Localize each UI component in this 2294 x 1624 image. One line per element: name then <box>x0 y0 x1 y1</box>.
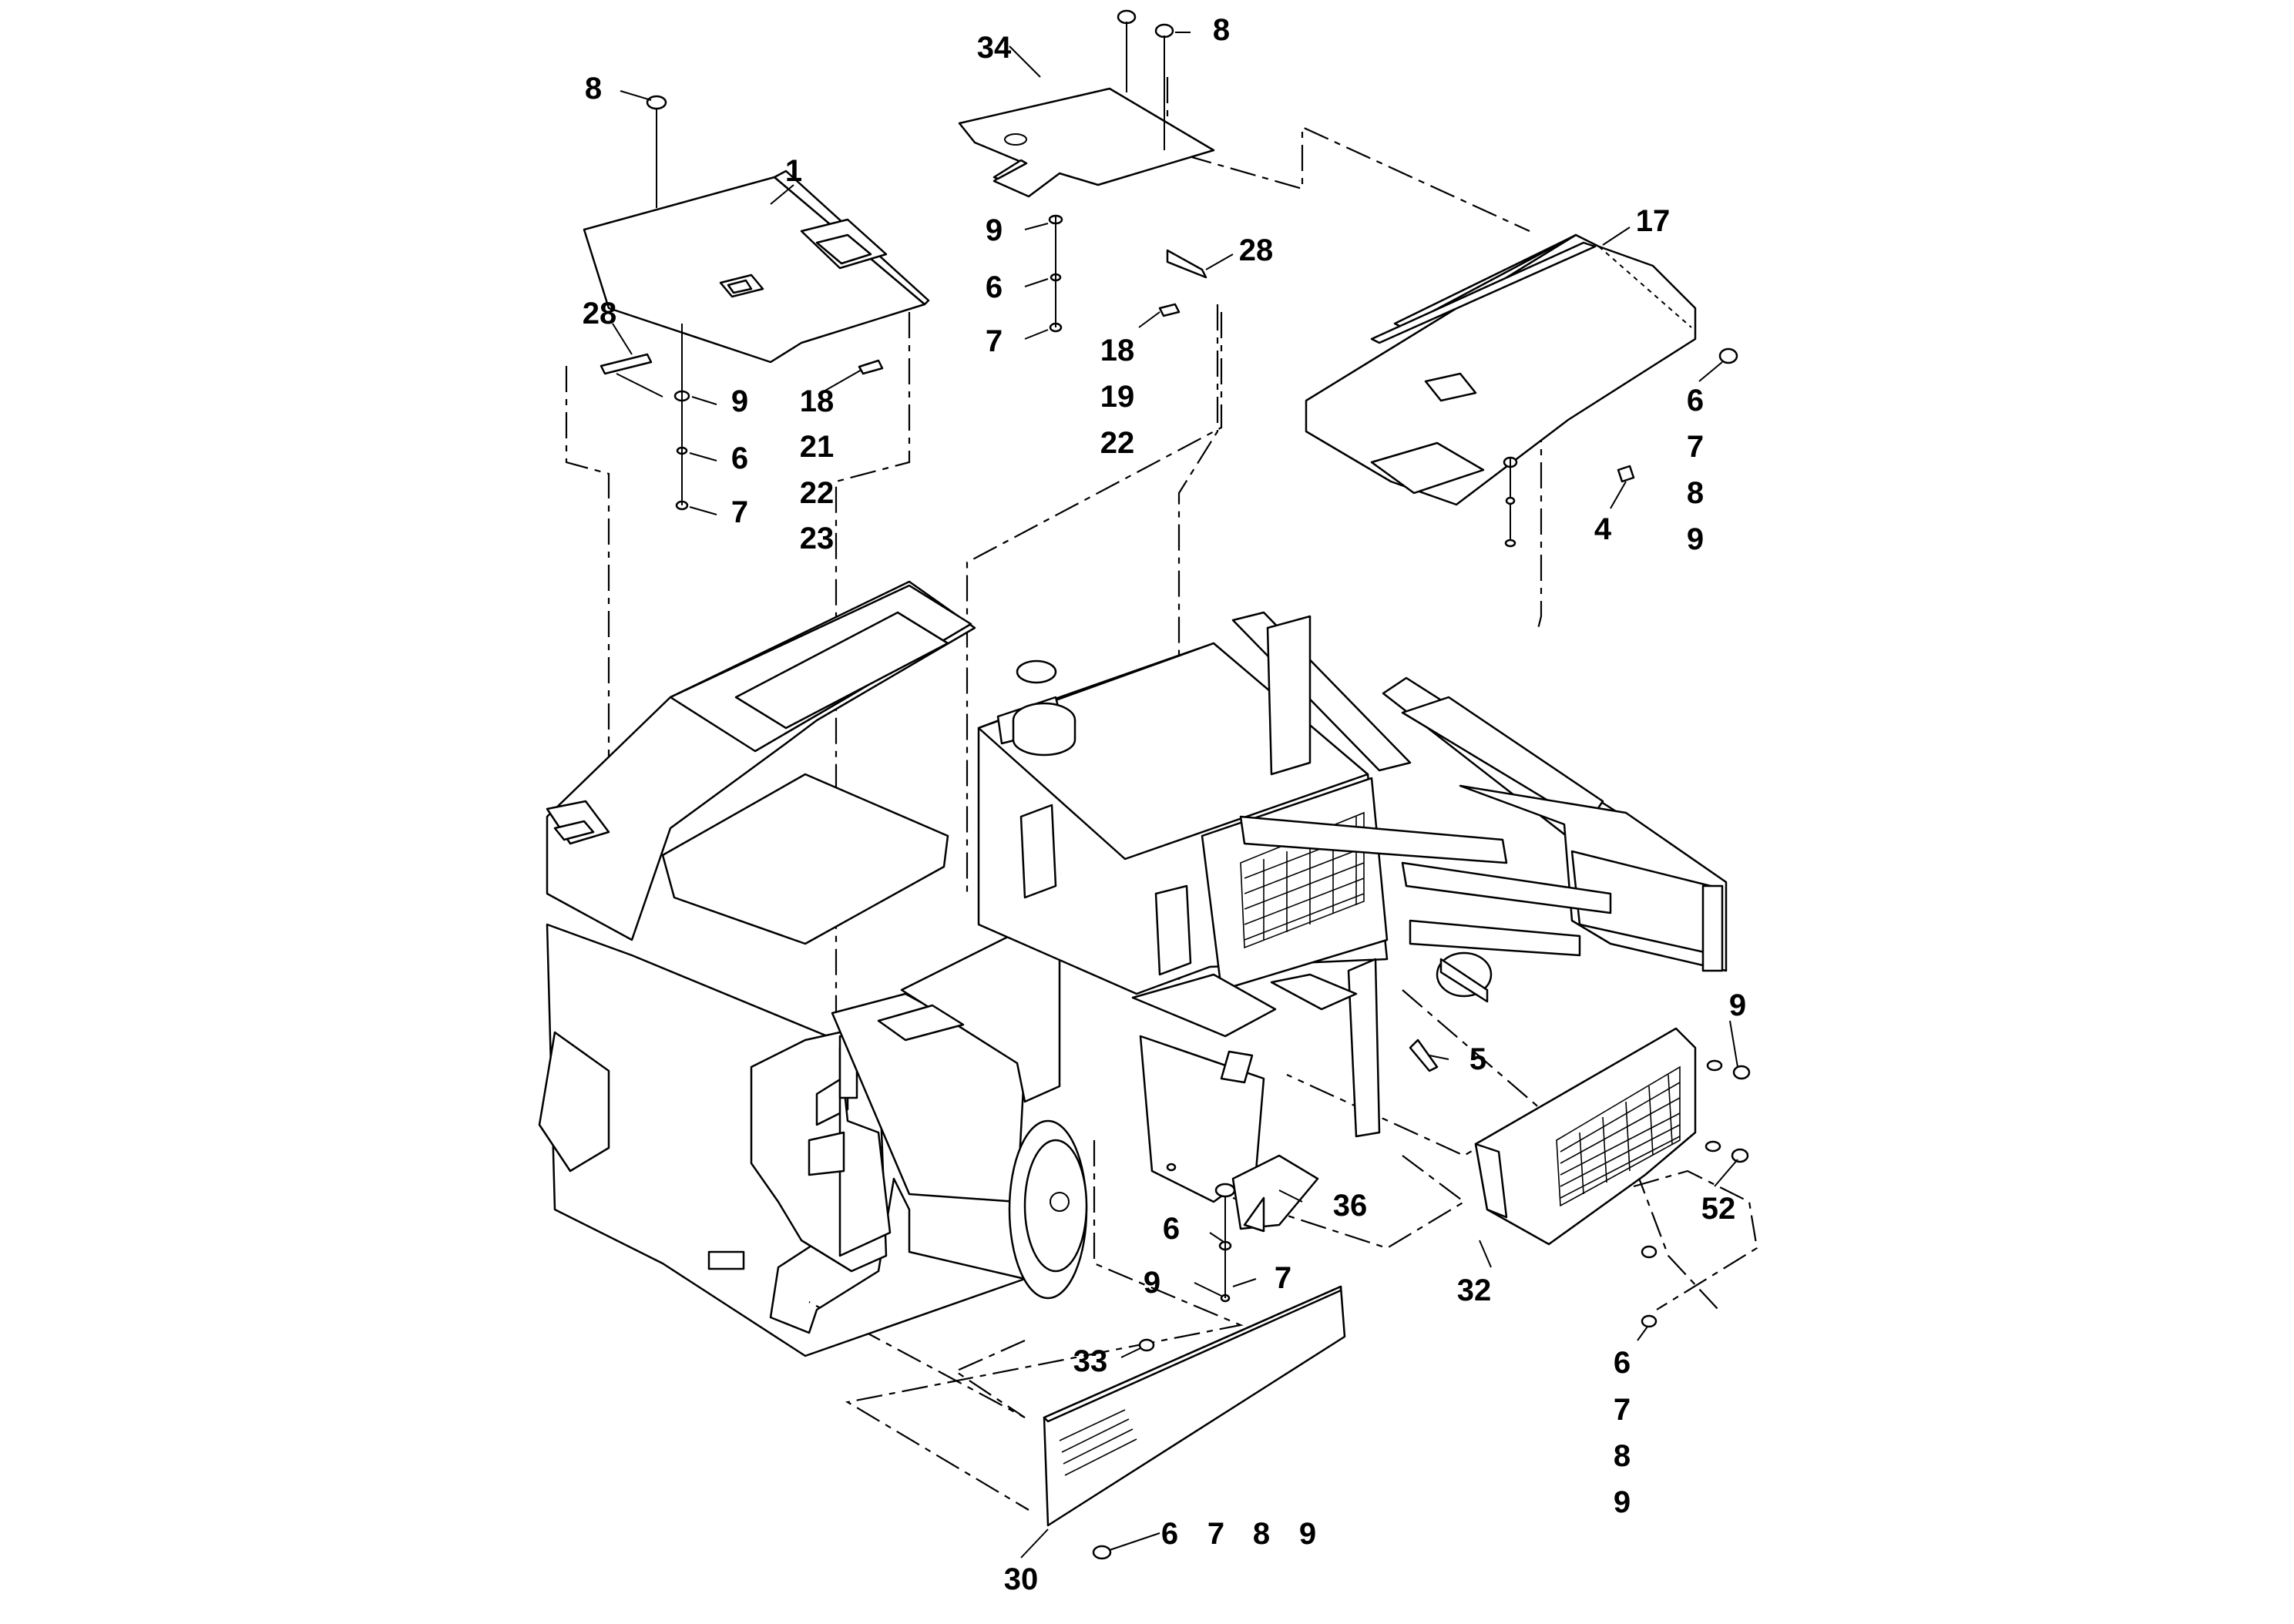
grille-32 <box>1474 1027 1697 1246</box>
chassis-frame <box>538 580 1728 1357</box>
callout-9: 9 <box>1687 522 1704 556</box>
panel-34 <box>958 87 1215 198</box>
callout-52: 52 <box>1701 1192 1736 1226</box>
callout-7: 7 <box>1275 1261 1291 1295</box>
callout-21: 21 <box>800 430 835 464</box>
callout-7: 7 <box>1207 1517 1224 1551</box>
callout-8: 8 <box>1687 476 1704 510</box>
callout-5: 5 <box>1469 1042 1486 1076</box>
callout-18: 18 <box>1100 334 1135 367</box>
callout-34: 34 <box>977 31 1012 65</box>
panel-17 <box>1305 233 1697 506</box>
callout-8: 8 <box>1614 1439 1631 1473</box>
callout-18: 18 <box>800 384 835 418</box>
callout-22: 22 <box>1100 426 1135 460</box>
callout-6: 6 <box>731 441 748 475</box>
panel-1 <box>583 169 930 364</box>
callout-7: 7 <box>1614 1393 1631 1427</box>
callout-9: 9 <box>1729 988 1746 1022</box>
callout-8: 8 <box>1253 1517 1270 1551</box>
callout-17: 17 <box>1636 204 1671 238</box>
hardware <box>600 9 1751 1560</box>
callout-28: 28 <box>583 297 617 331</box>
callout-30: 30 <box>1004 1562 1039 1596</box>
callout-8: 8 <box>1213 13 1230 47</box>
callout-7: 7 <box>986 324 1003 358</box>
callout-6: 6 <box>1687 384 1704 418</box>
callout-28: 28 <box>1239 233 1274 267</box>
callout-4: 4 <box>1594 512 1612 546</box>
callout-32: 32 <box>1457 1273 1492 1307</box>
callout-9: 9 <box>1299 1517 1316 1551</box>
callout-7: 7 <box>731 495 748 529</box>
leader-lines <box>612 32 1738 1559</box>
callout-6: 6 <box>1161 1517 1178 1551</box>
callout-1: 1 <box>785 154 802 188</box>
callout-36: 36 <box>1333 1189 1368 1223</box>
callout-6: 6 <box>1163 1212 1180 1246</box>
callout-33: 33 <box>1073 1344 1108 1378</box>
callout-9: 9 <box>1144 1266 1160 1300</box>
callout-9: 9 <box>1614 1485 1631 1519</box>
callout-8: 8 <box>585 72 602 106</box>
callout-6: 6 <box>986 270 1003 304</box>
callout-23: 23 <box>800 522 835 555</box>
callout-19: 19 <box>1100 380 1135 414</box>
side-panel-30 <box>1043 1285 1346 1527</box>
callout-22: 22 <box>800 476 835 510</box>
callout-9: 9 <box>986 213 1003 247</box>
callout-7: 7 <box>1687 430 1704 464</box>
callout-labels: 8 1 28 9 6 7 18 21 22 23 34 8 9 6 7 28 1… <box>583 13 1746 1596</box>
callout-6: 6 <box>1614 1346 1631 1380</box>
callout-9: 9 <box>731 384 748 418</box>
